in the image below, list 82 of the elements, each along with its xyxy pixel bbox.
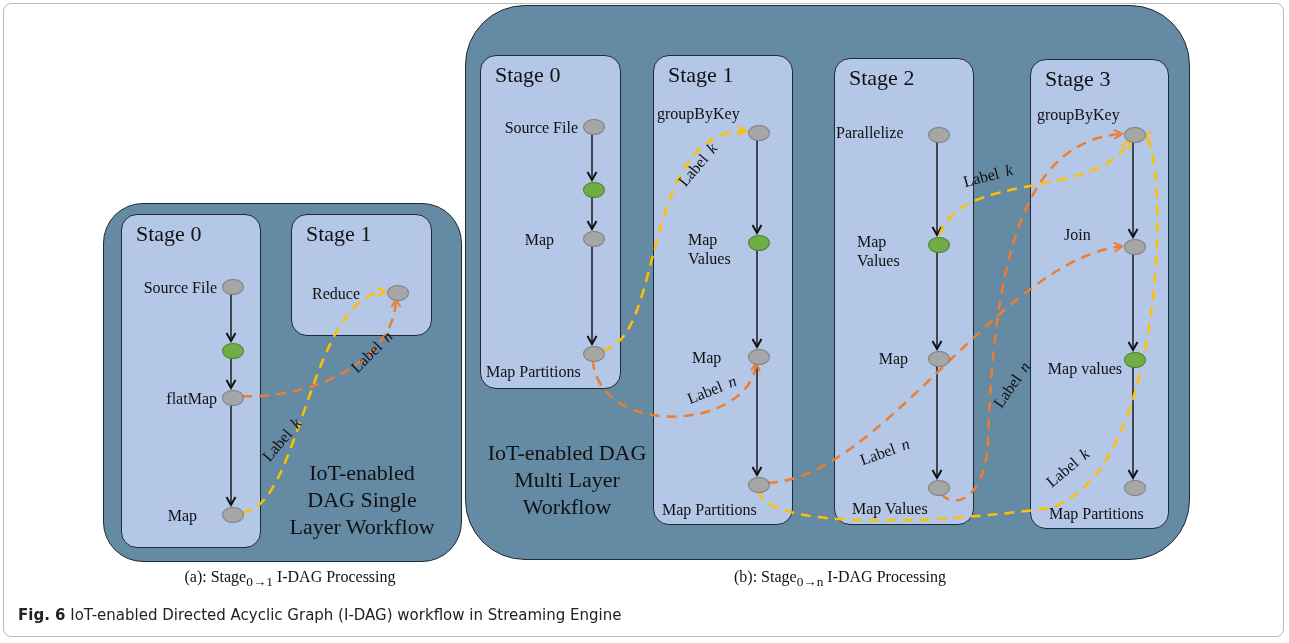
node-label: Map	[692, 348, 723, 367]
node-label: Join	[1064, 225, 1092, 244]
node-ellipse	[928, 351, 950, 367]
workflow-panel	[103, 203, 462, 562]
node-ellipse	[222, 507, 244, 523]
workflow-panel	[465, 5, 1190, 560]
node-ellipse	[928, 127, 950, 143]
node-label: Map Values	[688, 230, 732, 268]
node-ellipse	[583, 119, 605, 135]
arrow	[751, 138, 763, 234]
dashed-arrow	[938, 139, 1131, 236]
arrow	[586, 195, 598, 230]
node-label: Map Partitions	[486, 362, 582, 381]
stage-panel	[121, 214, 261, 548]
arrow	[225, 292, 237, 342]
node-label: Map	[166, 506, 197, 525]
edge-label: Label n	[684, 372, 740, 408]
node-ellipse	[748, 349, 770, 365]
arrow	[225, 403, 237, 506]
dashed-arrow	[602, 126, 747, 352]
arrow	[225, 356, 237, 389]
node-ellipse	[748, 235, 770, 251]
node-ellipse	[222, 390, 244, 406]
node-label: Map	[523, 230, 554, 249]
figure-caption: Fig. 6 IoT-enabled Directed Acyclic Graph (I-DAG) workflow in Streaming Engine	[18, 606, 622, 624]
stage-title: Stage 2	[848, 65, 915, 91]
node-label: groupByKey	[657, 104, 741, 123]
node-label: Map values	[1046, 359, 1122, 378]
node-ellipse	[583, 231, 605, 247]
arrow	[1127, 252, 1139, 351]
node-ellipse	[748, 125, 770, 141]
node-ellipse	[748, 477, 770, 493]
node-ellipse	[222, 343, 244, 359]
node-label: Map Values	[857, 232, 901, 270]
arrow	[586, 244, 598, 345]
panel-title: IoT-enabled DAG Multi Layer Workflow	[486, 439, 648, 520]
arrow	[931, 140, 943, 236]
panel-title: IoT-enabled DAG Single Layer Workflow	[289, 460, 436, 540]
node-ellipse	[1124, 239, 1146, 255]
node-ellipse	[1124, 127, 1146, 143]
node-ellipse	[1124, 480, 1146, 496]
stage-panel	[1030, 59, 1169, 529]
arrow	[1127, 365, 1139, 479]
subfigure-caption: (b): Stage$_{0→n}$ I-DAG Processing	[734, 568, 946, 591]
edge-label: Label k	[961, 160, 1015, 192]
node-label: flatMap	[165, 389, 217, 408]
node-ellipse	[583, 182, 605, 198]
node-label: Map Partitions	[1049, 504, 1145, 523]
node-ellipse	[222, 279, 244, 295]
edge-label: Label n	[857, 434, 913, 470]
node-label: groupByKey	[1037, 105, 1121, 124]
node-ellipse	[387, 285, 409, 301]
node-label: Source File	[142, 278, 217, 297]
dashed-arrow	[241, 288, 386, 514]
node-label: Map Partitions	[662, 500, 758, 519]
stage-panel	[480, 55, 621, 389]
dashed-arrow	[591, 359, 760, 418]
node-ellipse	[928, 480, 950, 496]
node-label: Map Values	[852, 499, 929, 518]
arrow	[931, 364, 943, 479]
node-label: Map	[877, 349, 908, 368]
dashed-arrow	[241, 298, 401, 398]
node-ellipse	[928, 237, 950, 253]
stage-title: Stage 1	[667, 62, 734, 88]
dashed-arrow	[767, 242, 1124, 484]
dashed-arrow	[940, 129, 1124, 502]
node-ellipse	[583, 346, 605, 362]
node-ellipse	[1124, 352, 1146, 368]
arrow	[751, 248, 763, 348]
arrow	[931, 250, 943, 350]
node-label: Source File	[503, 118, 578, 137]
arrow	[1127, 140, 1139, 238]
stage-title: Stage 1	[305, 221, 372, 247]
subfigure-caption: (a): Stage$_{0→1}$ I-DAG Processing	[184, 568, 396, 591]
node-label: Parallelize	[836, 123, 905, 142]
stage-title: Stage 3	[1044, 66, 1111, 92]
node-label: Reduce	[311, 284, 360, 303]
stage-panel	[653, 55, 793, 525]
arrow	[586, 132, 598, 181]
stage-title: Stage 0	[494, 62, 561, 88]
dashed-arrow	[757, 134, 1159, 522]
stage-title: Stage 0	[135, 221, 202, 247]
